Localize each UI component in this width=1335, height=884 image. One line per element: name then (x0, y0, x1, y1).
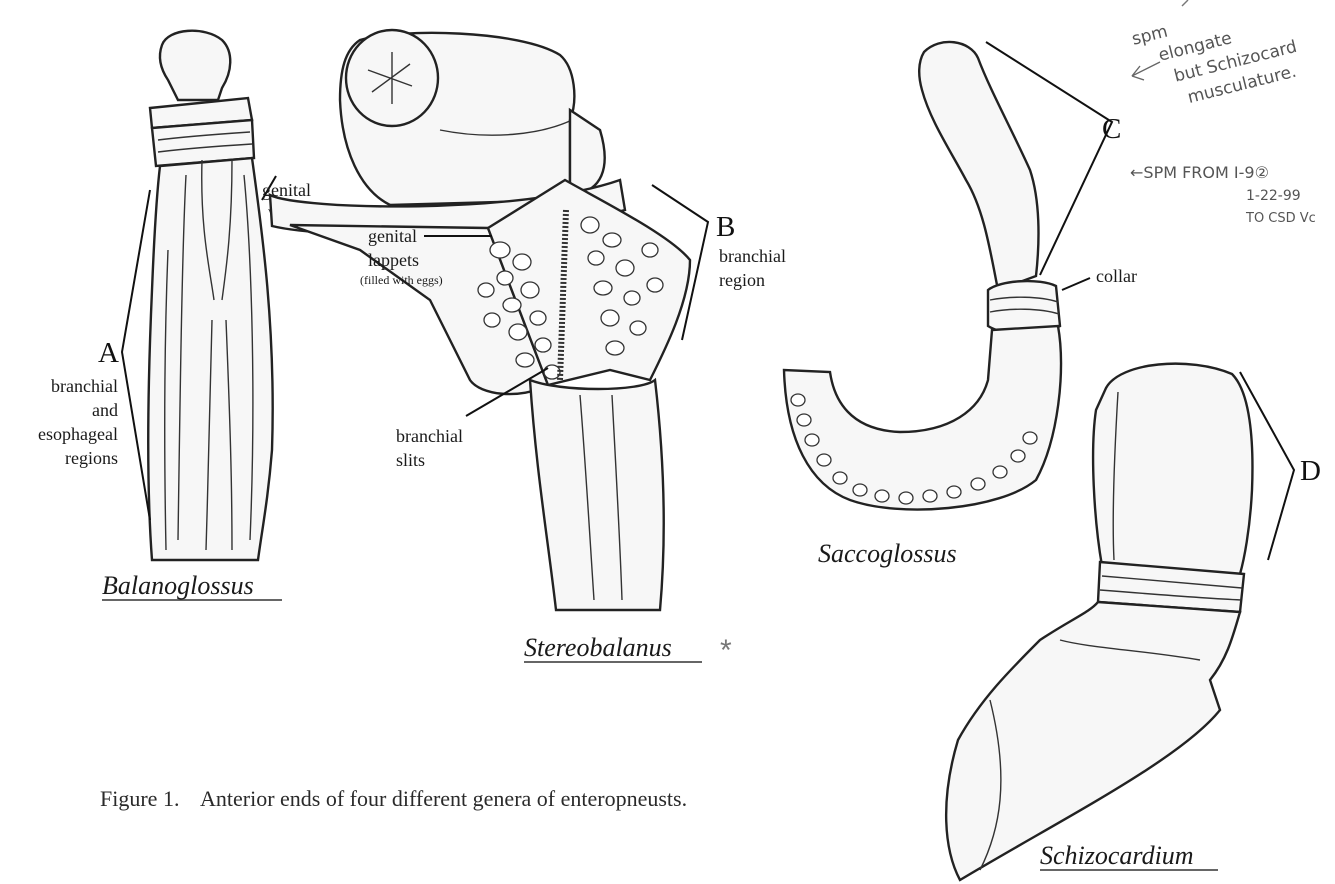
label-region-a-3: esophageal (38, 424, 118, 444)
label-region-a-1: branchial (51, 376, 118, 396)
letter-a: A (98, 337, 119, 369)
handwritten-note: spm elongate but Schizocard musculature. (1130, 0, 1305, 118)
label-branchial-slits-2: slits (396, 450, 425, 470)
caption-number: Figure 1. (100, 786, 179, 811)
label-branchial-region-1: branchial (719, 246, 786, 266)
hand-spm-line-1: ←SPM FROM I-9② (1130, 163, 1269, 182)
label-genital-lappets-1: genital (368, 226, 417, 246)
saccoglossus-drawing (784, 42, 1061, 510)
bracket-a (122, 190, 150, 520)
asterisk-mark: * (720, 634, 732, 667)
genus-saccoglossus: Saccoglossus (818, 539, 957, 568)
letter-b: B (716, 211, 735, 243)
label-branchial-region-2: region (719, 270, 765, 290)
label-region-a-2: and (92, 400, 118, 420)
genus-stereobalanus: Stereobalanus (524, 633, 672, 662)
collar-leader (1062, 278, 1090, 290)
balanoglossus-drawing (148, 31, 272, 560)
hand-arrow-icon (1132, 62, 1160, 80)
letter-d: D (1300, 455, 1321, 487)
label-lappets-note: (filled with eggs) (360, 273, 443, 287)
caption-text: Anterior ends of four different genera o… (200, 786, 687, 811)
hand-spm-line-3: TO CSD Vc (1245, 211, 1316, 226)
stereobalanus-drawing (270, 30, 690, 610)
genus-schizocardium: Schizocardium (1040, 841, 1194, 870)
label-collar: collar (1096, 266, 1137, 286)
letter-c: C (1102, 113, 1121, 145)
hand-spm-line-2: 1-22-99 (1246, 188, 1301, 204)
label-region-a-4: regions (65, 448, 118, 468)
genus-balanoglossus: Balanoglossus (102, 571, 254, 600)
label-genital-lappets-2: lappets (368, 250, 419, 270)
label-branchial-slits-1: branchial (396, 426, 463, 446)
